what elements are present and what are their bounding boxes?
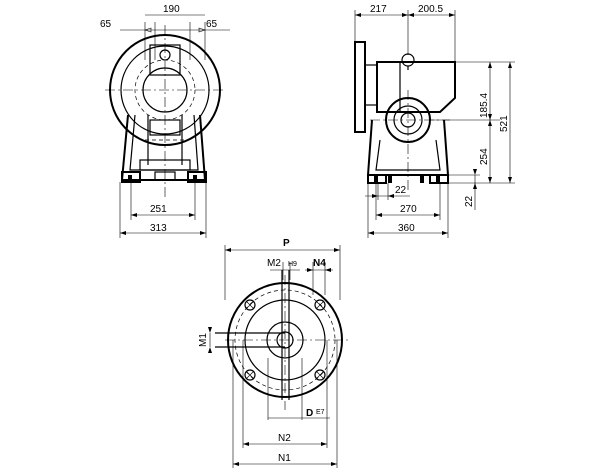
label-e7: E7 <box>316 409 325 416</box>
dim-side-base-inner: 270 <box>400 204 417 215</box>
dim-front-base-outer: 313 <box>150 223 167 234</box>
flange-view: P M2 H9 N4 M1 <box>198 238 350 468</box>
dim-side-height-upper: 185.4 <box>479 93 490 118</box>
dim-side-foot-small: 22 <box>395 185 407 196</box>
dim-side-right-width: 200.5 <box>418 4 443 15</box>
label-h9: H9 <box>288 261 297 268</box>
side-view: 217 200.5 185.4 52 <box>354 4 515 238</box>
label-n2: N2 <box>278 433 291 444</box>
dim-side-height-total: 521 <box>499 115 510 132</box>
label-d: D <box>306 408 313 419</box>
dim-side-height-lower: 254 <box>479 148 490 165</box>
label-m2: M2 <box>267 258 281 269</box>
label-p: P <box>283 238 290 249</box>
dim-side-base-outer: 360 <box>398 223 415 234</box>
front-view: 190 65 65 251 <box>100 4 230 238</box>
label-m1: M1 <box>198 333 209 347</box>
dim-front-top-left: 65 <box>100 19 112 30</box>
dim-side-left-width: 217 <box>370 4 387 15</box>
dim-front-top-total: 190 <box>163 4 180 15</box>
dim-front-base-inner: 251 <box>150 204 167 215</box>
dim-front-top-right: 65 <box>206 19 218 30</box>
label-n1: N1 <box>278 453 291 464</box>
label-n4: N4 <box>313 258 326 269</box>
dim-side-foot-height: 22 <box>464 195 475 207</box>
